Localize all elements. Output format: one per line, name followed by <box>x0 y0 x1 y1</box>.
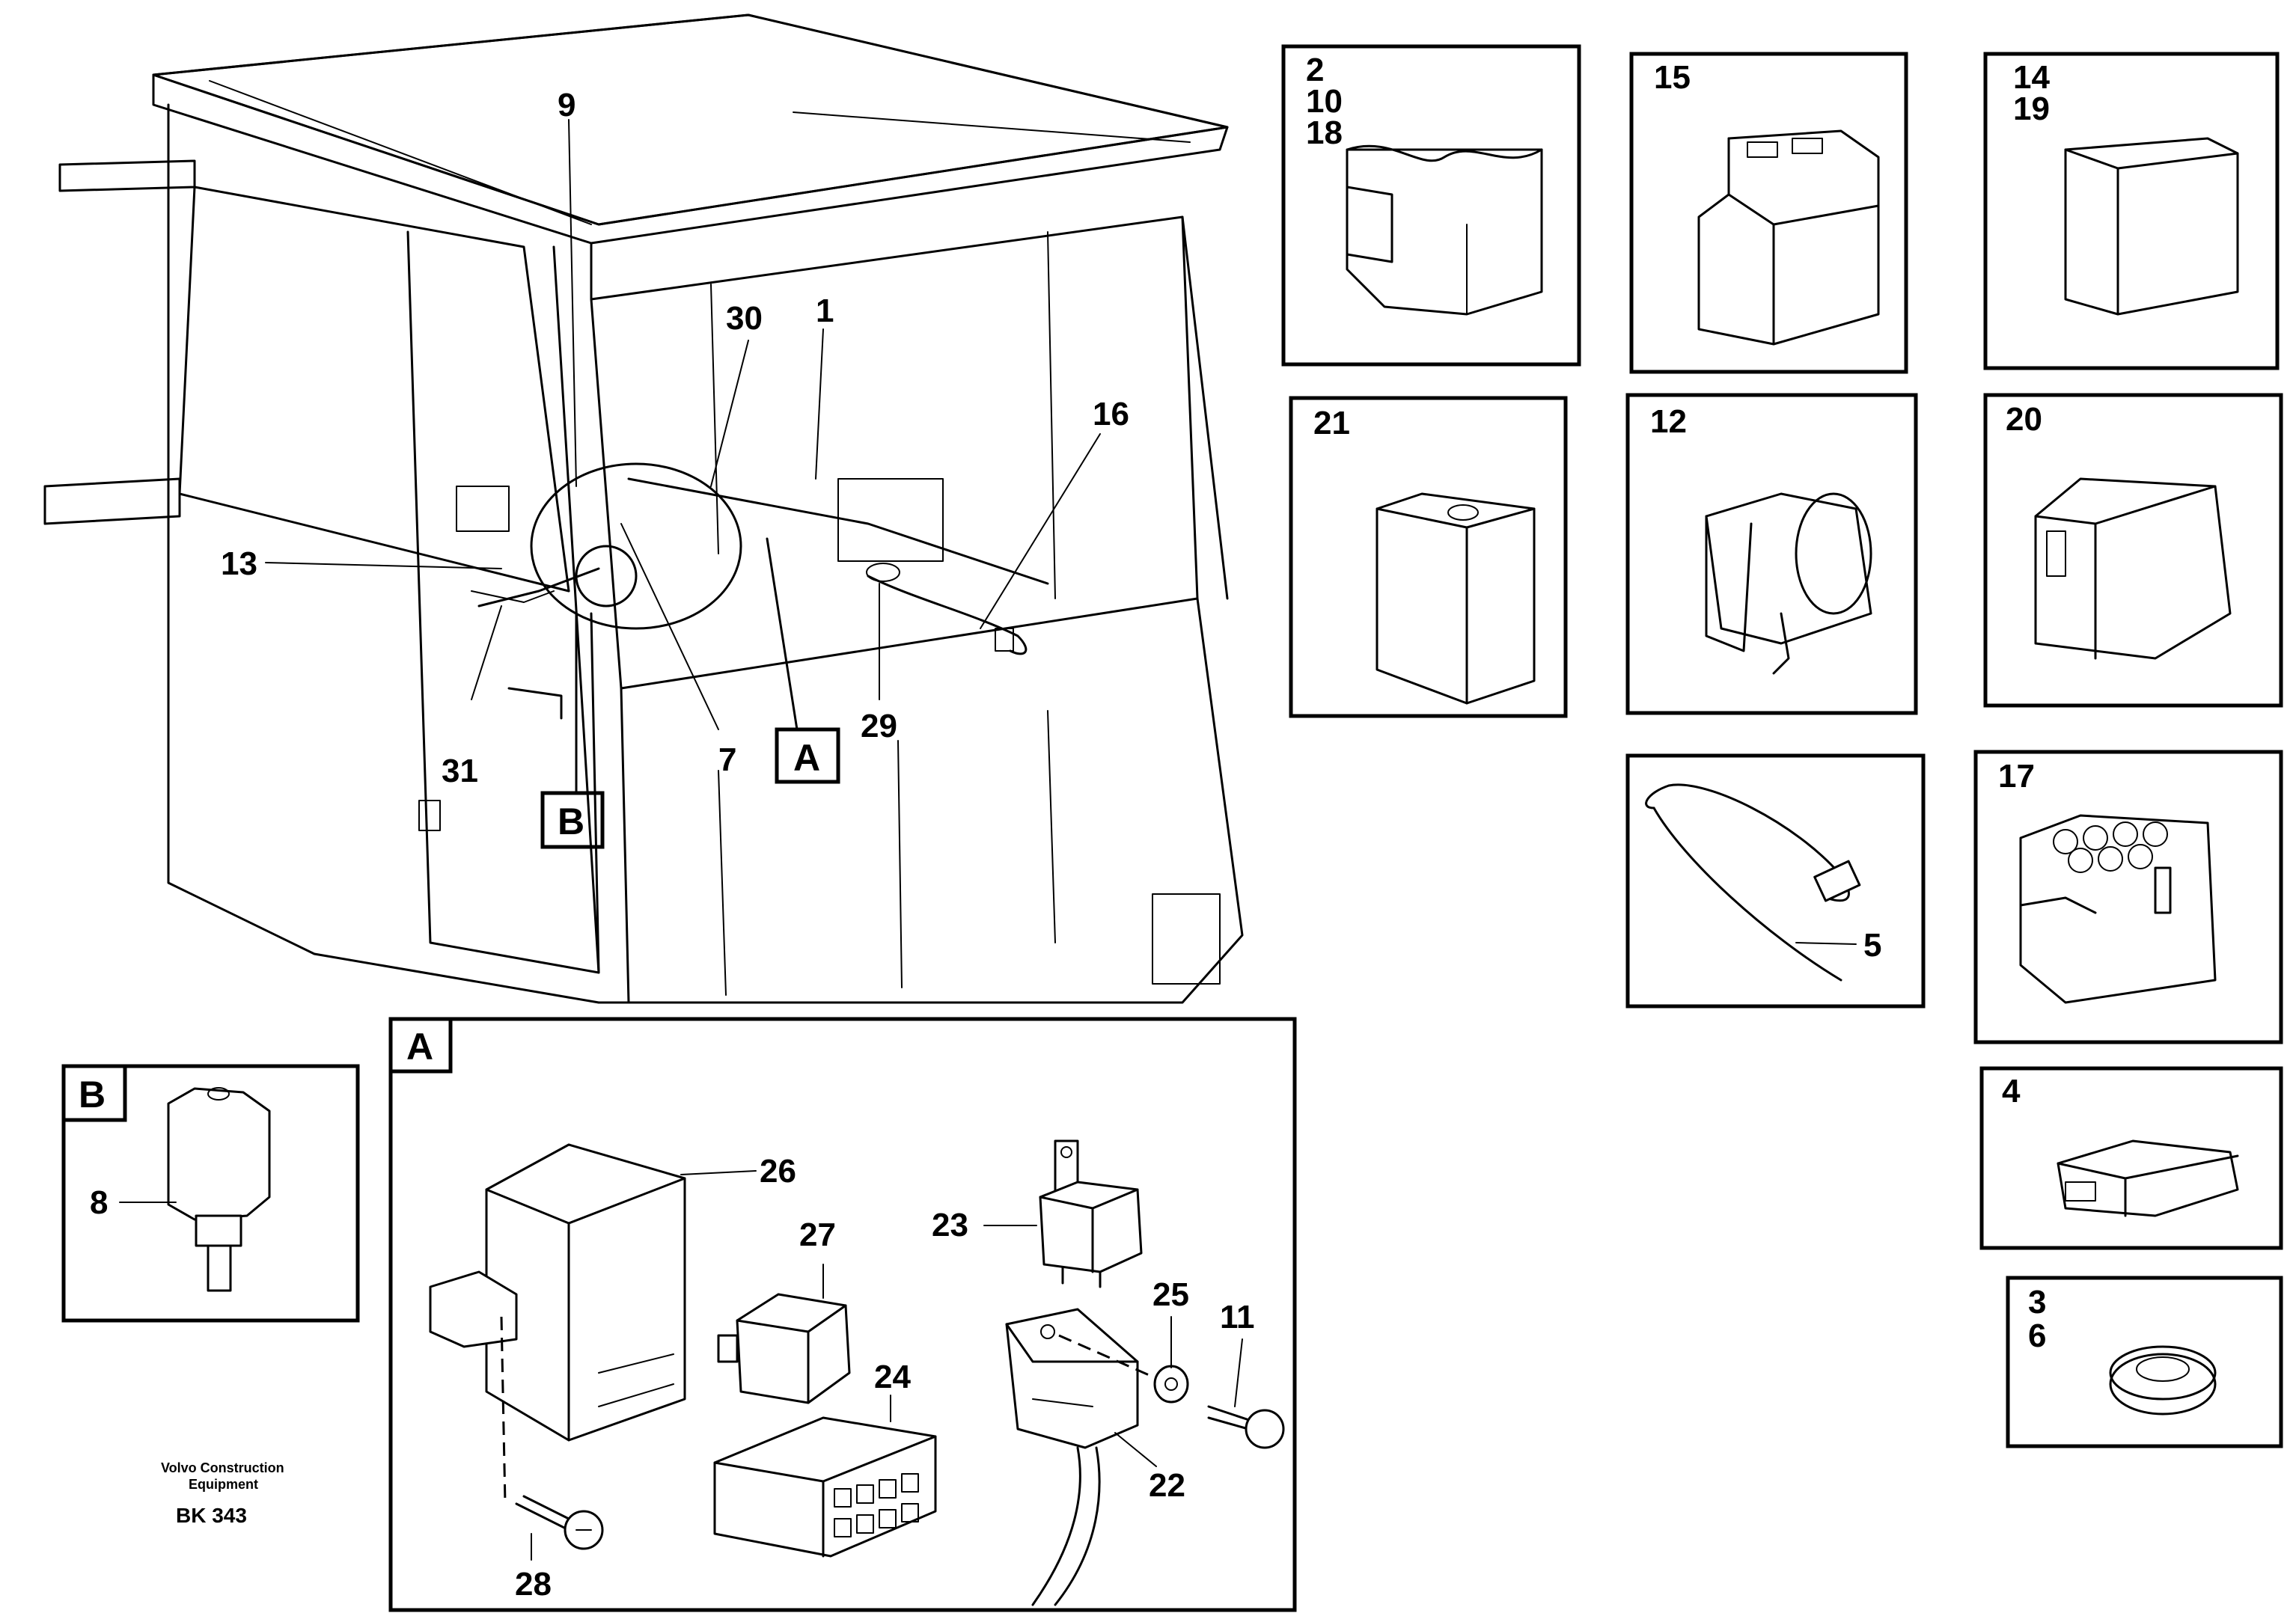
callout-16: 16 <box>1093 396 1129 432</box>
washer-icon <box>1153 1365 1189 1404</box>
callout-25: 25 <box>1152 1276 1189 1313</box>
callout-27: 27 <box>799 1216 836 1253</box>
callout-28: 28 <box>515 1566 552 1603</box>
label-4: 4 <box>2002 1073 2021 1110</box>
grommet-icon <box>2109 1345 2217 1416</box>
control-unit-icon <box>429 1143 686 1505</box>
label-15: 15 <box>1654 59 1691 96</box>
callout-8: 8 <box>90 1184 108 1221</box>
callout-30: 30 <box>726 300 763 337</box>
callout-9: 9 <box>558 87 575 123</box>
panel-3-6: 3 6 <box>2006 1276 2283 1448</box>
detail-b-label: B <box>79 1074 106 1115</box>
marker-b-label: B <box>558 801 584 842</box>
panel-4: 4 <box>1979 1066 2283 1250</box>
panel-5: 5 <box>1625 753 1926 1009</box>
panel-15: 15 <box>1629 52 1908 374</box>
panel-21: 21 <box>1289 396 1568 718</box>
cab-detail-marker-b: B <box>540 791 605 849</box>
callout-11: 24 <box>874 1359 911 1395</box>
callout-1: 1 <box>816 293 834 329</box>
panel-14-19: 14 19 <box>1983 52 2280 370</box>
relay-icon <box>717 1293 851 1404</box>
label-18: 18 <box>1306 114 1343 151</box>
round-pin-connector-icon <box>2019 814 2217 1004</box>
relay-cube-icon <box>1376 492 1536 705</box>
relay-holder-icon <box>1005 1308 1139 1606</box>
marker-a-label: A <box>793 737 820 779</box>
label-12: 12 <box>1650 403 1687 440</box>
label-3: 3 <box>2028 1284 2046 1320</box>
spade-connector-icon <box>2057 1139 2239 1217</box>
connector-housing-icon <box>1346 144 1543 316</box>
pressure-switch-icon <box>167 1087 271 1292</box>
label-14: 14 <box>2013 59 2050 96</box>
callout-31: 31 <box>442 753 478 789</box>
label-21: 21 <box>1313 405 1350 441</box>
panel-20: 20 <box>1983 393 2283 708</box>
detail-a-panel: A 26 28 27 <box>388 1017 1297 1612</box>
callout-29: 29 <box>861 708 897 744</box>
multi-pin-housing-icon <box>2034 477 2232 660</box>
cab-detail-marker-a: A <box>775 727 840 784</box>
label-17: 17 <box>1998 758 2035 795</box>
panel-17: 17 <box>1973 750 2283 1044</box>
connector-block-icon <box>713 1416 937 1558</box>
company-name-line2: Equipment <box>189 1477 258 1492</box>
callout-22: 22 <box>1149 1467 1185 1504</box>
label-10: 10 <box>1306 83 1343 120</box>
company-name: Volvo Construction <box>161 1460 284 1475</box>
callout-24: 11 <box>1220 1299 1255 1335</box>
callout-26: 26 <box>760 1153 796 1190</box>
plug-connector-icon <box>1697 129 1880 346</box>
callout-23: 23 <box>932 1207 968 1243</box>
cab-callouts: 9 30 1 16 13 31 7 29 <box>221 87 1129 789</box>
callout-7: 7 <box>718 741 736 778</box>
footer: Volvo Construction Equipment BK 343 <box>161 1460 284 1527</box>
label-19: 19 <box>2013 91 2050 127</box>
label-5: 5 <box>1863 927 1881 964</box>
cab-leader-lines <box>265 119 1101 795</box>
cab-illustration <box>43 13 1244 1004</box>
cable-tie-icon <box>1645 783 1861 982</box>
relay-block-icon <box>2064 137 2239 316</box>
panel-12: 12 <box>1625 393 1918 715</box>
connector-clip-icon <box>1705 492 1872 675</box>
relay-tab-icon <box>1039 1139 1143 1288</box>
detail-b-panel: B 8 <box>61 1064 360 1323</box>
panel-2-10-18: 2 10 18 <box>1281 44 1581 367</box>
callout-13: 13 <box>221 545 257 582</box>
label-2: 2 <box>1306 52 1324 88</box>
bolt-icon <box>1207 1405 1285 1449</box>
label-6: 6 <box>2028 1318 2046 1354</box>
screw-icon <box>515 1495 604 1550</box>
drawing-code: BK 343 <box>176 1504 247 1527</box>
detail-a-label: A <box>406 1026 433 1068</box>
label-20: 20 <box>2006 401 2042 438</box>
